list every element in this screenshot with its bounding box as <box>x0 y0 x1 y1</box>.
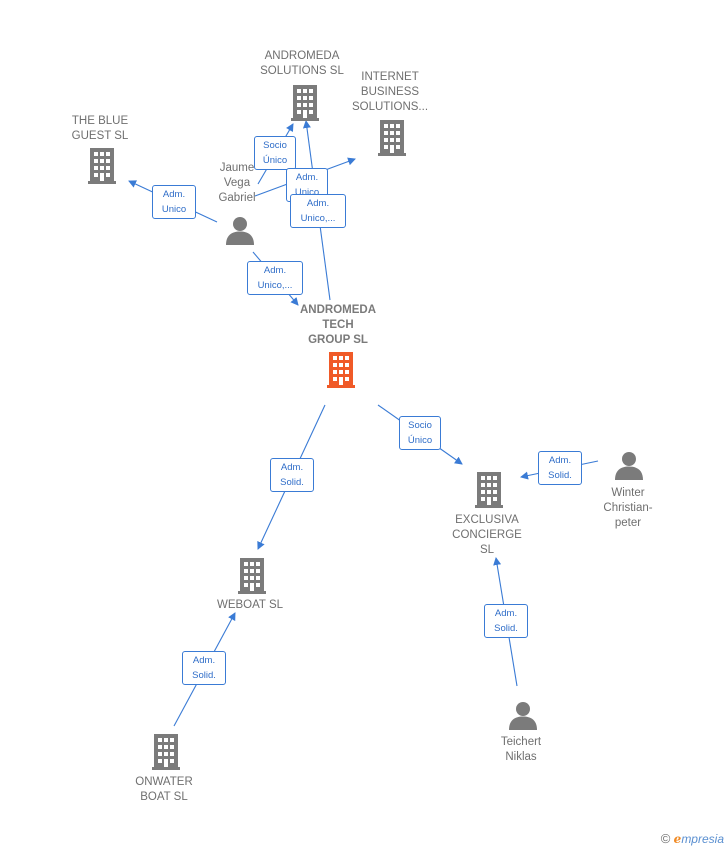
copyright-icon: © <box>660 831 671 846</box>
node-label-andromeda-tech[interactable]: ANDROMEDA TECH GROUP SL <box>299 304 377 346</box>
relation-badge-adm-unico[interactable]: Adm. Unico <box>152 185 196 219</box>
node-label-blue-guest[interactable]: THE BLUE GUEST SL <box>71 115 129 142</box>
person-icon <box>615 452 643 480</box>
relation-badge-socio-unico[interactable]: Socio Único <box>254 136 296 170</box>
relation-badge-adm-unico[interactable]: Adm. Unico,... <box>247 261 303 295</box>
building-icon <box>238 558 266 594</box>
node-label-jaume[interactable]: Jaume Vega Gabriel <box>218 162 256 204</box>
relation-badge-adm-unico[interactable]: Adm. Unico,... <box>290 194 346 228</box>
relation-badge-socio-unico[interactable]: Socio Único <box>399 416 441 450</box>
person-icon <box>226 217 254 245</box>
node-label-internet-business[interactable]: INTERNET BUSINESS SOLUTIONS... <box>351 71 429 113</box>
building-icon <box>152 734 180 770</box>
node-label-weboat[interactable]: WEBOAT SL <box>216 599 284 611</box>
relation-badge-adm-solid[interactable]: Adm. Solid. <box>484 604 528 638</box>
relation-badge-adm-solid[interactable]: Adm. Solid. <box>538 451 582 485</box>
building-icon <box>475 472 503 508</box>
relation-badge-adm-solid[interactable]: Adm. Solid. <box>270 458 314 492</box>
node-label-andromeda-solutions[interactable]: ANDROMEDA SOLUTIONS SL <box>260 50 344 77</box>
node-label-winter[interactable]: Winter Christian- peter <box>603 487 653 529</box>
person-icon <box>509 702 537 730</box>
relation-badge-adm-solid[interactable]: Adm. Solid. <box>182 651 226 685</box>
building-icon <box>378 120 406 156</box>
brand-name: mpresia <box>681 832 724 846</box>
brand-initial: e <box>673 832 682 846</box>
brand-watermark: © empresia <box>661 831 724 846</box>
building-icon <box>88 148 116 184</box>
building-icon <box>291 85 319 121</box>
building-icon-main <box>327 352 355 388</box>
node-label-onwater[interactable]: ONWATER BOAT SL <box>135 776 193 803</box>
node-label-teichert[interactable]: Teichert Niklas <box>500 736 542 763</box>
node-label-exclusiva[interactable]: EXCLUSIVA CONCIERGE SL <box>452 514 522 556</box>
